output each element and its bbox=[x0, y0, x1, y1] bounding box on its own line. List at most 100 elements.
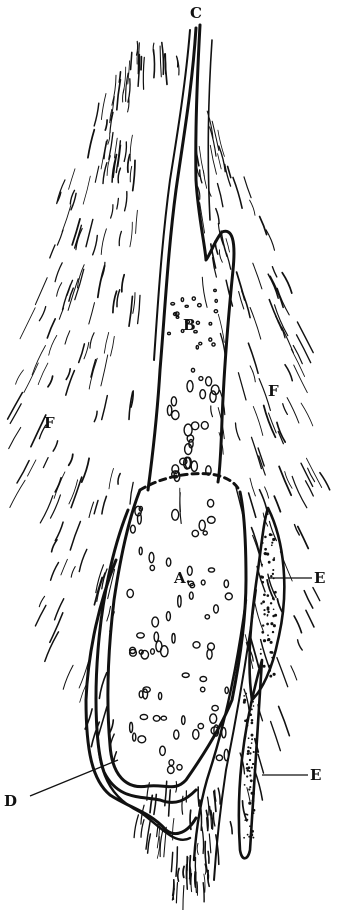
stipple-dot bbox=[260, 653, 262, 655]
fiber-stroke bbox=[94, 103, 99, 126]
fiber-stroke bbox=[86, 220, 93, 247]
cell-dot bbox=[201, 422, 208, 430]
fiber-stroke bbox=[57, 283, 62, 297]
stipple-dot bbox=[251, 830, 254, 833]
cell-dot bbox=[168, 766, 175, 773]
fiber-stroke bbox=[218, 788, 220, 804]
fiber-stroke bbox=[118, 474, 120, 485]
fiber-stroke bbox=[285, 365, 292, 381]
fiber-stroke bbox=[57, 230, 63, 245]
fiber-stroke bbox=[99, 673, 106, 699]
cell-dots bbox=[127, 289, 232, 773]
cell-dot bbox=[199, 520, 205, 530]
cell-dot bbox=[200, 390, 206, 399]
fiber-stroke bbox=[111, 336, 115, 356]
fiber-stroke bbox=[10, 404, 21, 424]
stipple-dot bbox=[260, 648, 262, 650]
fiber-stroke bbox=[89, 303, 95, 324]
cell-dot bbox=[199, 377, 203, 381]
fiber-stroke bbox=[51, 563, 59, 581]
stipple-dot bbox=[261, 631, 264, 634]
fiber-stroke bbox=[98, 266, 105, 298]
fiber-stroke bbox=[137, 41, 138, 55]
cell-dot bbox=[191, 422, 198, 430]
fiber-stroke bbox=[83, 176, 90, 204]
cell-dot bbox=[160, 746, 166, 755]
stipple-dot bbox=[244, 784, 246, 786]
fiber-stroke bbox=[93, 236, 98, 255]
cell-dot bbox=[149, 553, 154, 563]
fiber-stroke bbox=[237, 272, 245, 300]
fiber-stroke bbox=[55, 263, 62, 282]
stipple-dot bbox=[251, 767, 253, 769]
fiber-stroke bbox=[297, 335, 311, 363]
fiber-stroke bbox=[118, 168, 120, 183]
cell-dot bbox=[172, 634, 175, 644]
stipple-dot bbox=[263, 639, 266, 642]
fiber-stroke bbox=[138, 295, 140, 323]
cell-dot bbox=[168, 332, 171, 334]
stipple-dot bbox=[249, 786, 251, 788]
cell-dot bbox=[174, 730, 179, 739]
stipple-dot bbox=[263, 613, 265, 615]
fiber-stroke bbox=[298, 640, 303, 650]
stipple-dot bbox=[260, 602, 262, 604]
fiber-stroke bbox=[130, 166, 131, 182]
fiber-stroke bbox=[200, 170, 202, 183]
fiber-stroke bbox=[266, 230, 274, 250]
fiber-stroke bbox=[130, 135, 132, 161]
stipple-dot bbox=[266, 623, 269, 626]
stipple-dot bbox=[267, 638, 270, 641]
stipple-dot bbox=[252, 792, 255, 795]
stipple-dot bbox=[262, 600, 265, 603]
chamber-outline bbox=[86, 474, 256, 880]
fiber-stroke bbox=[291, 666, 297, 680]
cell-dot bbox=[208, 568, 214, 572]
cell-dot bbox=[200, 677, 207, 682]
fiber-stroke bbox=[253, 407, 262, 436]
stipple-dot bbox=[252, 763, 254, 765]
stipple-dot bbox=[267, 594, 270, 597]
label-a: A. bbox=[173, 569, 191, 587]
stipple-dot bbox=[253, 809, 256, 812]
label-e-upper: E bbox=[314, 569, 325, 587]
leader-lines bbox=[30, 578, 312, 796]
stipple-dot bbox=[273, 608, 275, 610]
fiber-stroke bbox=[253, 263, 262, 289]
fiber-stroke bbox=[124, 142, 126, 162]
fiber-stroke bbox=[88, 130, 94, 158]
stipple-dot bbox=[271, 544, 273, 546]
stipple-dot bbox=[245, 693, 247, 695]
fiber-stroke bbox=[49, 335, 57, 355]
fiber-stroke bbox=[265, 487, 269, 498]
fiber-stroke bbox=[126, 73, 129, 101]
stipple-dot bbox=[245, 736, 247, 738]
fiber-stroke bbox=[117, 290, 120, 307]
fiber-stroke bbox=[65, 331, 70, 344]
fiber-stroke bbox=[55, 522, 63, 541]
cell-dot bbox=[176, 316, 179, 318]
fiber-stroke bbox=[134, 815, 138, 838]
fiber-stroke bbox=[282, 327, 294, 353]
stipple-dot bbox=[263, 665, 266, 668]
stipple-dot bbox=[262, 581, 265, 584]
fiber-stroke bbox=[210, 806, 212, 828]
cell-dot bbox=[193, 730, 199, 740]
cell-dot bbox=[212, 705, 218, 710]
fiber-stroke bbox=[35, 278, 47, 305]
stipple-dot bbox=[246, 763, 248, 765]
fiber-stroke bbox=[173, 880, 174, 896]
fiber-stroke bbox=[203, 883, 204, 902]
fiber-stroke bbox=[255, 604, 263, 631]
fiber-stroke bbox=[233, 178, 242, 209]
stipple-dot bbox=[252, 837, 254, 839]
canal-right-wall bbox=[196, 25, 234, 482]
stipple-dot bbox=[261, 576, 264, 579]
stipple-dot bbox=[267, 606, 270, 609]
stipple-dot bbox=[246, 767, 248, 769]
fiber-stroke bbox=[154, 794, 156, 814]
cell-dot bbox=[166, 612, 170, 621]
fiber-stroke bbox=[260, 217, 267, 235]
cell-dot bbox=[187, 381, 193, 392]
